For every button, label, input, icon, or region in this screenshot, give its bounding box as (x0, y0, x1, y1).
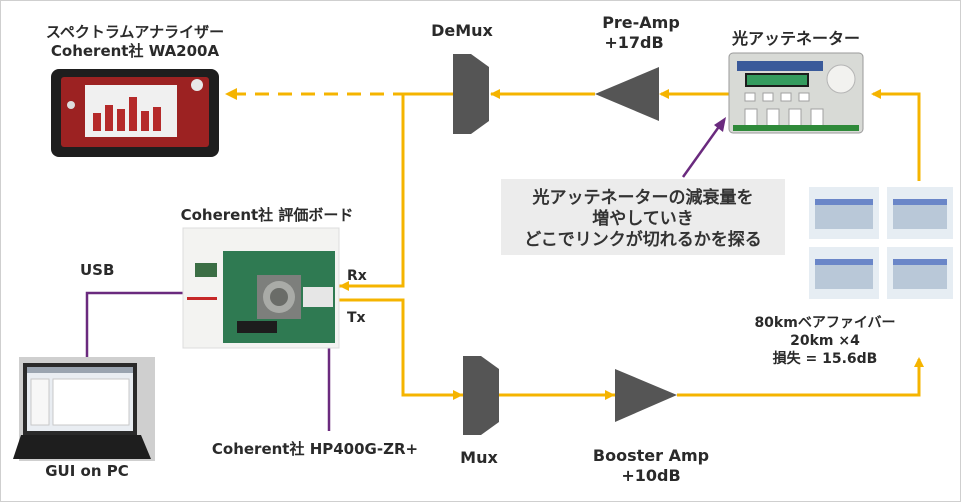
fiber-spool-3 (809, 247, 879, 299)
laptop-device (13, 357, 155, 461)
tx-to-mux-line (339, 298, 463, 397)
spectrum-analyzer-model: Coherent社 WA200A (51, 42, 220, 60)
arrow-into-fiber (914, 357, 924, 367)
fiber-to-attenuator-line (873, 92, 921, 181)
note-pointer-line (681, 120, 725, 178)
booster-to-fiber-line (677, 359, 921, 397)
fiber-label: 80kmベアファイバー (754, 315, 895, 331)
fiber-spool-2 (887, 187, 953, 239)
analyzer-screen-bars (93, 97, 161, 131)
module-label: Coherent社 HP400G-ZR+ (212, 440, 418, 458)
spectrum-analyzer-title: スペクトラムアナライザー (46, 23, 224, 41)
usb-label: USB (80, 261, 114, 279)
arrow-into-preamp (659, 89, 669, 99)
attenuator-label: 光アッテネーター (731, 29, 860, 48)
booster-label: Booster Amp (593, 446, 709, 465)
arrow-into-demux (490, 89, 500, 99)
tx-label: Tx (347, 310, 366, 326)
fiber-spool-1 (809, 187, 879, 239)
note-box (501, 179, 785, 255)
arrow-into-mux (453, 390, 463, 400)
arrow-into-attenuator (871, 89, 881, 99)
spectrum-analyzer-device (51, 69, 219, 157)
evaluation-board-device (182, 227, 340, 349)
note-line-1: 光アッテネーターの減衰量を (532, 187, 754, 208)
mux-label: Mux (460, 448, 498, 467)
booster-shape (615, 369, 677, 422)
rx-label: Rx (347, 268, 367, 284)
mux-shape (463, 356, 499, 435)
note-pointer-arrow (714, 117, 726, 132)
arrow-into-booster (605, 390, 615, 400)
signal-arrowheads (225, 88, 924, 400)
arrow-into-spectrum (225, 88, 237, 100)
fiber-loss: 損失 = 15.6dB (773, 350, 878, 367)
demux-shape (453, 54, 489, 134)
gui-label: GUI on PC (45, 462, 129, 480)
fiber-spans: 20km ×4 (790, 333, 860, 349)
demux-to-rx-line (339, 92, 453, 288)
fiber-spools (809, 187, 953, 299)
usb-cable-line (85, 291, 183, 361)
note-line-3: どこでリンクが切れるかを探る (524, 229, 762, 250)
booster-gain: +10dB (621, 466, 680, 485)
optical-attenuator-device (728, 52, 864, 134)
arrow-into-rx (339, 281, 349, 291)
preamp-gain: +17dB (604, 33, 663, 52)
evaluation-board-label: Coherent社 評価ボード (181, 206, 354, 224)
note-line-2: 増やしていき (592, 208, 694, 229)
preamp-label: Pre-Amp (602, 13, 680, 32)
fiber-spool-4 (887, 247, 953, 299)
optical-signal-path (233, 92, 921, 397)
preamp-shape (595, 67, 659, 121)
demux-label: DeMux (431, 21, 493, 40)
